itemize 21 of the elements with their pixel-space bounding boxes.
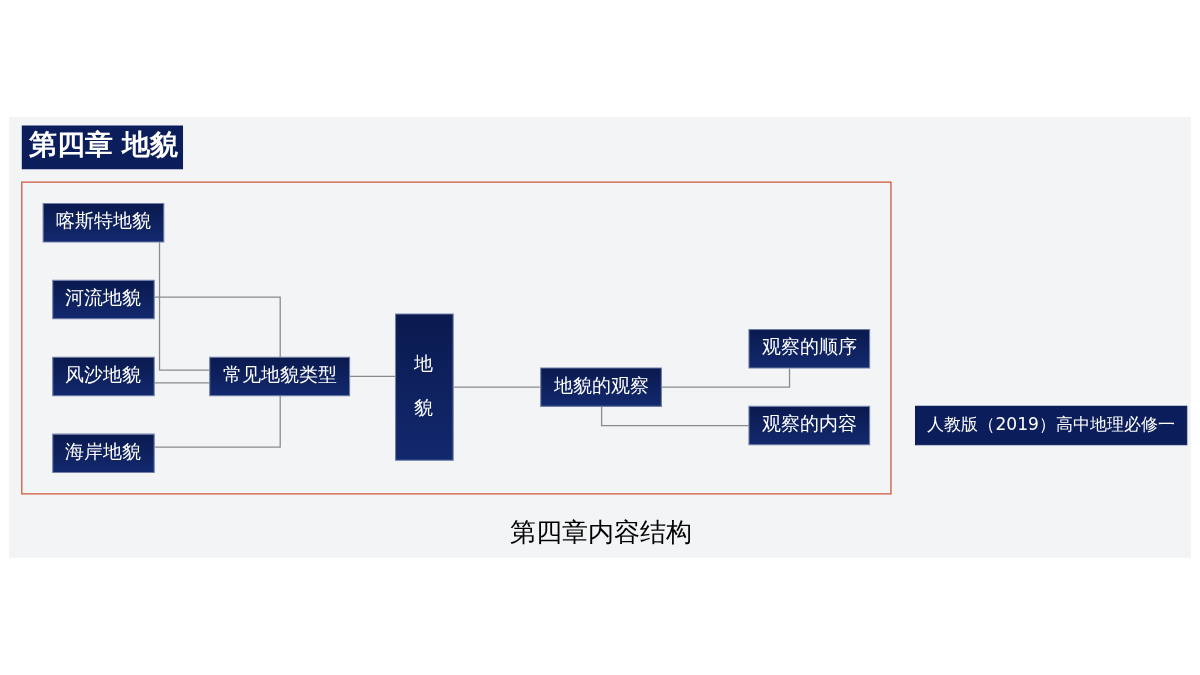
caption: 第四章内容结构 [510,517,693,548]
node-box: 喀斯特地貌 [42,202,165,243]
connector [600,406,750,427]
cluster [21,181,892,495]
node-box: 常见地貌类型 [209,356,351,397]
connector [661,367,791,388]
node-box: 风沙地貌 [52,356,155,397]
connector [153,382,211,384]
connector [452,386,542,388]
node-box: 海岸地貌 [52,433,155,474]
node-box: 观察的顺序 [748,328,871,369]
node-box: 观察的内容 [748,405,871,446]
connector [153,395,281,448]
connector [153,296,281,358]
connector [158,241,211,371]
connector [349,375,397,378]
node-box: 地貌 [395,313,454,461]
node-box: 河流地貌 [52,279,155,320]
label: 人教版（2019）高中地理必修一 [927,413,1175,434]
node-box: 地貌的观察 [540,367,662,407]
diagram-title: 第四章 地貌 [28,127,179,161]
